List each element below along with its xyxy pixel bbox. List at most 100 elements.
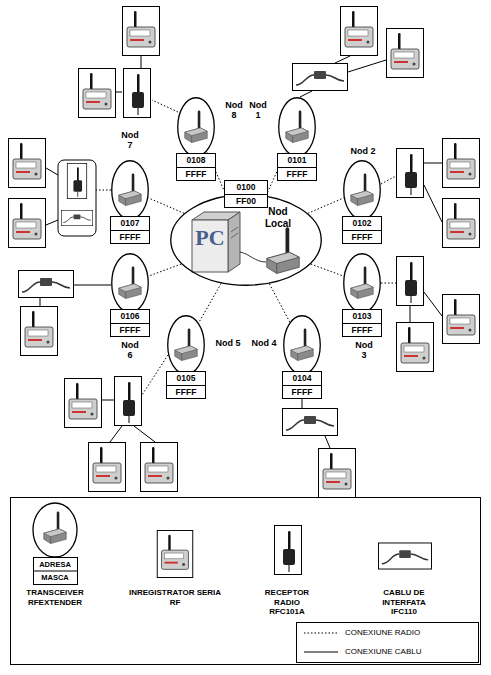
address-value: 0105 bbox=[167, 372, 205, 386]
transceiver-node: Nod 8 bbox=[177, 97, 215, 157]
node-ellipse-outline bbox=[168, 316, 205, 375]
radio-receiver bbox=[397, 257, 424, 306]
rf-recorder bbox=[89, 443, 126, 492]
node-ellipse bbox=[167, 315, 205, 375]
legend-text: CONEXIUNE CABLU bbox=[345, 647, 475, 657]
address-mask-box: 0105FFFF bbox=[166, 371, 206, 399]
node-label: Nod 2 bbox=[343, 146, 383, 156]
legend-cable-icon bbox=[378, 543, 431, 569]
transceiver-node: Nod 3 bbox=[343, 253, 381, 313]
mask-value: FFFF bbox=[167, 386, 205, 399]
pc-cable bbox=[240, 252, 266, 262]
address-value: 0100 bbox=[225, 181, 267, 195]
interface-cable bbox=[283, 409, 338, 436]
address-mask-box: 0101FFFF bbox=[277, 153, 317, 181]
legend-cable-line bbox=[304, 652, 338, 653]
cable-link bbox=[46, 220, 58, 225]
pc-tower bbox=[192, 220, 228, 272]
node-label: Nod Local bbox=[258, 206, 298, 229]
receiver-hub bbox=[58, 160, 96, 236]
address-mask-box: 0106FFFF bbox=[110, 309, 150, 337]
node-label: Nod 5 bbox=[210, 338, 246, 348]
radio-link bbox=[142, 355, 168, 395]
address-mask-box: 0104FFFF bbox=[282, 371, 322, 399]
node-ellipse-outline bbox=[284, 316, 321, 375]
legend-text: INREGISTRATOR SERIA RF bbox=[126, 588, 224, 607]
pc-slot bbox=[231, 227, 238, 232]
rf-recorder bbox=[9, 139, 46, 188]
node-ellipse bbox=[343, 160, 381, 220]
mask-value: FFFF bbox=[343, 324, 381, 337]
legend-radio-line bbox=[304, 633, 338, 634]
radio-link bbox=[152, 100, 178, 112]
node-label: Nod 4 bbox=[246, 338, 282, 348]
radio-receiver bbox=[115, 377, 142, 426]
radio-link bbox=[96, 190, 111, 191]
legend-text: CABLU DE INTERFATA IFC110 bbox=[372, 588, 436, 617]
address-value: 0106 bbox=[111, 310, 149, 324]
node-ellipse-outline bbox=[344, 254, 381, 313]
address-value: 0102 bbox=[343, 217, 381, 231]
radio-receiver bbox=[67, 163, 86, 198]
mask-value: FFFF bbox=[111, 231, 149, 244]
cable-link bbox=[46, 168, 58, 175]
cable-link bbox=[141, 56, 142, 68]
transceiver-node: Nod 5 bbox=[167, 315, 205, 375]
cable-link bbox=[40, 298, 41, 306]
node-ellipse-outline bbox=[344, 161, 381, 220]
rf-recorder bbox=[123, 7, 160, 56]
node-ellipse bbox=[177, 97, 215, 157]
legend-address-box bbox=[34, 558, 78, 585]
rf-recorder bbox=[21, 307, 58, 356]
transceiver-icon bbox=[119, 174, 142, 206]
legend-transceiver-ellipse bbox=[33, 503, 77, 557]
legend-transceiver-icon bbox=[44, 512, 67, 544]
cable-link bbox=[116, 92, 122, 93]
pc-logo: PC bbox=[192, 226, 228, 250]
legend-text: RECEPTOR RADIO RFC101A bbox=[258, 588, 316, 617]
interface-cable bbox=[61, 210, 92, 225]
transceiver-node: Nod 7 bbox=[111, 160, 149, 220]
cable-link bbox=[300, 91, 312, 97]
radio-connection bbox=[311, 264, 344, 276]
interface-cable bbox=[19, 271, 74, 298]
node-ellipse-outline bbox=[178, 98, 215, 157]
transceiver-icon bbox=[286, 111, 309, 143]
cable-link bbox=[335, 56, 350, 63]
node-label: Nod 3 bbox=[352, 340, 376, 361]
mask-value: FFFF bbox=[283, 386, 321, 399]
transceiver-icon bbox=[291, 329, 314, 361]
address-mask-box: 0108FFFF bbox=[176, 153, 216, 181]
rf-recorder bbox=[443, 199, 480, 248]
rf-recorder bbox=[397, 323, 434, 372]
node-ellipse bbox=[278, 97, 316, 157]
radio-link bbox=[381, 176, 396, 184]
transceiver-icon bbox=[175, 329, 198, 361]
cable-link bbox=[74, 285, 111, 286]
cable-link bbox=[424, 185, 442, 222]
cable-link bbox=[110, 426, 122, 442]
node-label: Nod 7 bbox=[118, 130, 142, 151]
address-value: 0107 bbox=[111, 217, 149, 231]
transceiver-icon bbox=[119, 267, 142, 299]
legend-address-field: ADRESA bbox=[33, 558, 77, 571]
address-mask-box: 0100FF00 bbox=[224, 180, 268, 208]
address-mask-box: 0103FFFF bbox=[342, 309, 382, 337]
transceiver-node: Nod 6 bbox=[111, 253, 149, 313]
node-ellipse-outline bbox=[112, 254, 149, 313]
radio-connection bbox=[148, 198, 184, 213]
node-ellipse-outline bbox=[279, 98, 316, 157]
pc-slot bbox=[231, 233, 238, 238]
legend-text: CONEXIUNE RADIO bbox=[345, 628, 475, 638]
address-value: 0101 bbox=[278, 154, 316, 168]
legend-address-divider bbox=[34, 571, 78, 572]
address-value: 0104 bbox=[283, 372, 321, 386]
rf-recorder bbox=[443, 295, 480, 344]
mask-value: FFFF bbox=[111, 324, 149, 337]
mask-value: FFFF bbox=[343, 231, 381, 244]
rf-recorder bbox=[9, 199, 46, 248]
node-label: Nod 6 bbox=[118, 340, 142, 361]
